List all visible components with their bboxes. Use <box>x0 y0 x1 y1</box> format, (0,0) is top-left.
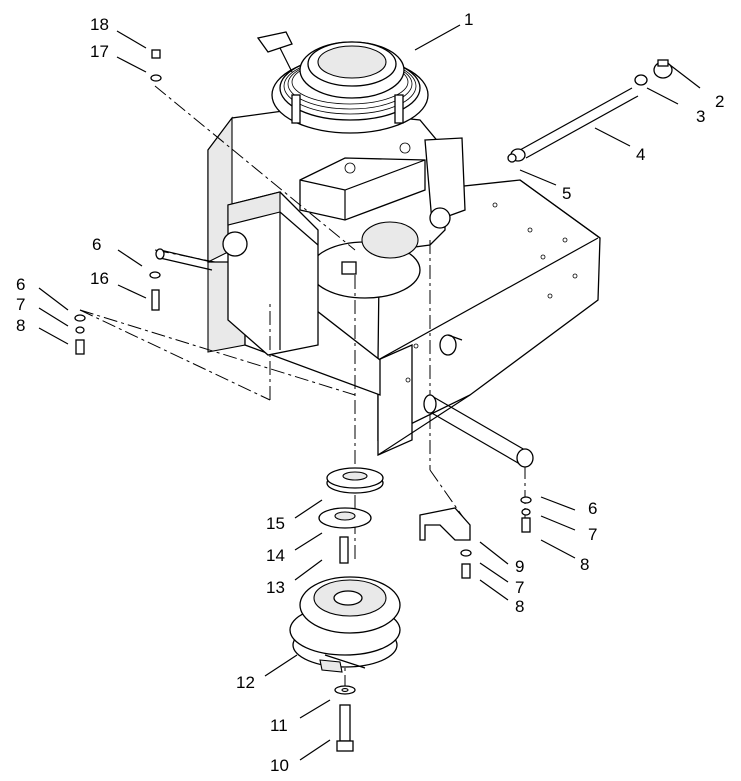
washer-14 <box>318 507 372 529</box>
callout-8-left: 8 <box>16 316 25 335</box>
callout-18: 18 <box>90 15 109 34</box>
callout-9: 9 <box>515 557 524 576</box>
callout-6-right: 6 <box>588 499 597 518</box>
hardware-right <box>460 496 532 579</box>
washer-11 <box>334 685 356 695</box>
shaft-extension <box>423 334 534 468</box>
callout-1: 1 <box>464 10 473 29</box>
callout-11: 11 <box>270 716 288 735</box>
callout-10: 10 <box>270 756 289 775</box>
key-13 <box>339 536 349 564</box>
callout-6-left-lower: 6 <box>16 275 25 294</box>
callout-17: 17 <box>90 42 109 61</box>
callout-7-right-upper: 7 <box>588 525 597 544</box>
callout-13: 13 <box>266 578 285 597</box>
callout-4: 4 <box>636 145 645 164</box>
callout-labels: 1 2 3 4 5 6 6 6 7 7 7 8 8 8 9 10 11 12 1… <box>16 10 724 775</box>
callout-14: 14 <box>266 546 285 565</box>
callout-5: 5 <box>562 184 571 203</box>
callout-6-left-upper: 6 <box>92 235 101 254</box>
callout-8-right-upper: 8 <box>580 555 589 574</box>
bolt-10 <box>336 704 354 752</box>
callout-7-right-lower: 7 <box>515 578 524 597</box>
spacer-15 <box>326 467 384 494</box>
callout-7-left: 7 <box>16 295 25 314</box>
callout-15: 15 <box>266 514 285 533</box>
leader-lines <box>38 24 701 761</box>
callout-2: 2 <box>715 92 724 111</box>
callout-3: 3 <box>696 107 705 126</box>
recoil-handle <box>256 31 293 73</box>
left-shaft <box>155 248 213 271</box>
hardware-top-left <box>150 49 162 82</box>
air-cleaner-cover <box>299 41 405 99</box>
callout-8-right-lower: 8 <box>515 597 524 616</box>
callout-16: 16 <box>90 269 109 288</box>
throttle-cable <box>507 59 673 163</box>
muffler <box>222 191 319 356</box>
clutch-bracket <box>419 507 471 541</box>
callout-12: 12 <box>236 673 255 692</box>
engine <box>207 31 466 356</box>
hardware-left <box>74 271 161 355</box>
electric-clutch <box>289 576 401 673</box>
